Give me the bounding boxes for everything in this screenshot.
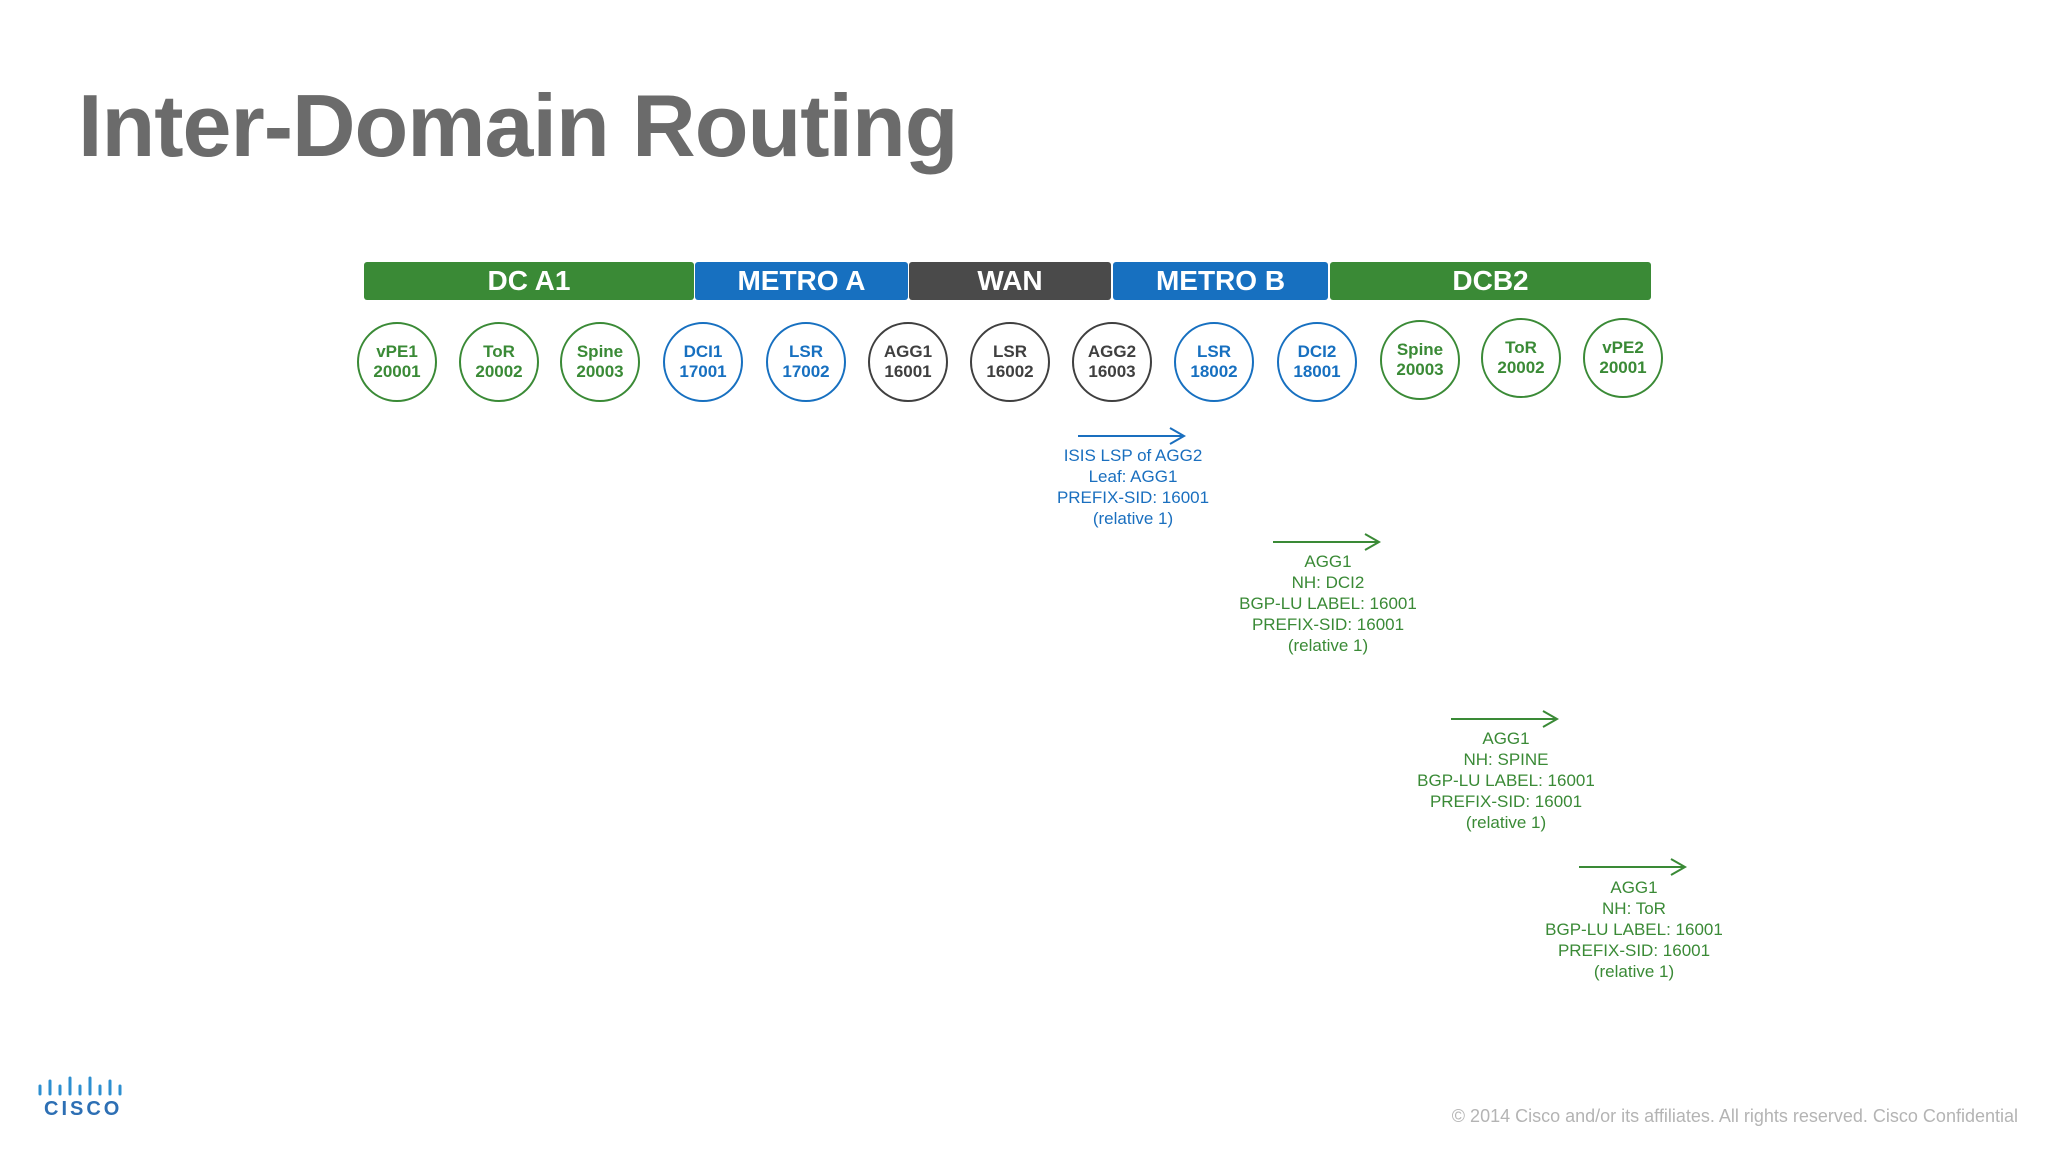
node-dci1: DCI1 17001 (663, 322, 743, 402)
hop-isis-annotation: ISIS LSP of AGG2 Leaf: AGG1 PREFIX-SID: … (1033, 445, 1233, 529)
cisco-logo-text: CISCO (44, 1098, 123, 1120)
cisco-logo-icon (38, 1076, 122, 1096)
node-dci2: DCI2 18001 (1277, 322, 1357, 402)
node-name: vPE1 (376, 342, 418, 361)
hop-line: NH: DCI2 (1291, 573, 1365, 592)
hop-line: BGP-LU LABEL: 16001 (1239, 594, 1417, 613)
node-lsr-wan: LSR 16002 (970, 322, 1050, 402)
node-agg2: AGG2 16003 (1072, 322, 1152, 402)
node-sid: 20002 (1497, 358, 1545, 377)
hop-line: ISIS LSP of AGG2 (1063, 446, 1203, 465)
node-sid: 18001 (1293, 362, 1341, 381)
hop-line: AGG1 (1482, 729, 1530, 748)
hop-line: NH: ToR (1602, 899, 1666, 918)
hop-bgp-tor-annotation: AGG1 NH: ToR BGP-LU LABEL: 16001 PREFIX-… (1514, 877, 1754, 982)
node-sid: 17001 (679, 362, 727, 381)
node-name: LSR (1197, 342, 1231, 361)
node-tor-b: ToR 20002 (1481, 318, 1561, 398)
hop-line: (relative 1) (1465, 813, 1547, 832)
node-name: DCI1 (683, 342, 723, 361)
domain-band-wan: WAN (909, 262, 1111, 300)
arrow-right-icon (1579, 858, 1688, 876)
hop-line: Leaf: AGG1 (1088, 467, 1178, 486)
hop-line: NH: SPINE (1463, 750, 1549, 769)
arrow-right-icon (1273, 533, 1382, 551)
node-sid: 20003 (1396, 360, 1444, 379)
hop-line: BGP-LU LABEL: 16001 (1417, 771, 1595, 790)
node-name: AGG2 (1087, 342, 1137, 361)
node-vpe1: vPE1 20001 (357, 322, 437, 402)
domain-band-dcb2: DCB2 (1330, 262, 1651, 300)
hop-line: (relative 1) (1287, 636, 1369, 655)
node-name: Spine (1396, 340, 1444, 359)
node-sid: 16002 (986, 362, 1034, 381)
node-name: ToR (483, 342, 515, 361)
hop-line: PREFIX-SID: 16001 (1557, 941, 1711, 960)
domain-band-dc-a1: DC A1 (364, 262, 694, 300)
node-sid: 20003 (576, 362, 624, 381)
hop-line: AGG1 (1304, 552, 1352, 571)
arrow-right-icon (1451, 710, 1560, 728)
node-lsr-metro-b: LSR 18002 (1174, 322, 1254, 402)
node-name: Spine (576, 342, 624, 361)
node-name: vPE2 (1602, 338, 1644, 357)
node-sid: 20001 (373, 362, 421, 381)
arrow-right-icon (1078, 427, 1187, 445)
node-spine-a: Spine 20003 (560, 322, 640, 402)
node-sid: 16001 (884, 362, 932, 381)
hop-line: PREFIX-SID: 16001 (1429, 792, 1583, 811)
node-spine-b: Spine 20003 (1380, 320, 1460, 400)
hop-line: (relative 1) (1593, 962, 1675, 981)
node-tor-a: ToR 20002 (459, 322, 539, 402)
node-vpe2: vPE2 20001 (1583, 318, 1663, 398)
node-sid: 20001 (1599, 358, 1647, 377)
domain-band-metro-a: METRO A (695, 262, 908, 300)
hop-line: (relative 1) (1092, 509, 1174, 528)
node-sid: 16003 (1088, 362, 1136, 381)
node-lsr-metro-a: LSR 17002 (766, 322, 846, 402)
node-agg1: AGG1 16001 (868, 322, 948, 402)
node-name: AGG1 (883, 342, 933, 361)
domain-band-metro-b: METRO B (1113, 262, 1328, 300)
page-title: Inter-Domain Routing (78, 76, 958, 175)
hop-bgp-spine-annotation: AGG1 NH: SPINE BGP-LU LABEL: 16001 PREFI… (1386, 728, 1626, 833)
node-name: ToR (1505, 338, 1537, 357)
copyright-footer: © 2014 Cisco and/or its affiliates. All … (1451, 1106, 2018, 1126)
hop-line: AGG1 (1610, 878, 1658, 897)
node-name: DCI2 (1297, 342, 1337, 361)
hop-line: PREFIX-SID: 16001 (1251, 615, 1405, 634)
hop-line: PREFIX-SID: 16001 (1056, 488, 1210, 507)
node-sid: 17002 (782, 362, 830, 381)
hop-line: BGP-LU LABEL: 16001 (1545, 920, 1723, 939)
node-name: LSR (789, 342, 823, 361)
node-sid: 18002 (1190, 362, 1238, 381)
hop-bgp-dci2-annotation: AGG1 NH: DCI2 BGP-LU LABEL: 16001 PREFIX… (1208, 551, 1448, 656)
node-sid: 20002 (475, 362, 523, 381)
node-name: LSR (993, 342, 1027, 361)
